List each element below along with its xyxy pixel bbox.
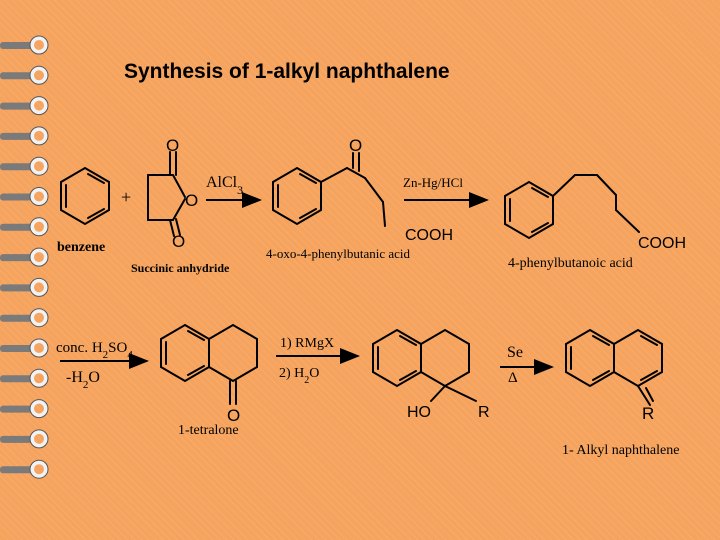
binder-ring-outline — [29, 459, 49, 479]
binder-ring-bar — [0, 314, 34, 322]
binder-ring-outline — [29, 308, 49, 328]
tetralone-structure — [160, 323, 258, 405]
anhydride-ring-o: O — [185, 191, 198, 210]
binder-ring-bar — [0, 163, 34, 171]
binder-ring-bar — [0, 254, 34, 262]
binder-ring-bar — [0, 72, 34, 80]
grignard-reagent: 1) RMgX — [280, 336, 334, 351]
binder-ring-bar — [0, 375, 34, 383]
binder-ring-outline — [29, 247, 49, 267]
binder-ring-outline — [29, 368, 49, 388]
anhydride-carbonyl-o-top: O — [166, 136, 179, 155]
plus-sign: + — [121, 187, 131, 207]
binder-ring-outline — [29, 35, 49, 55]
binder-ring-hole — [30, 187, 48, 206]
binder-ring-outline — [29, 338, 49, 358]
heat-symbol: Δ — [508, 370, 518, 386]
binder-ring-bar — [0, 223, 34, 231]
binder-ring-hole — [30, 248, 48, 267]
binder-ring-hole — [30, 66, 48, 85]
binder-ring-hole — [30, 399, 48, 418]
phenylbutanoic-acid-label: 4-phenylbutanoic acid — [508, 256, 633, 271]
slide-title: Synthesis of 1-alkyl naphthalene — [124, 60, 450, 83]
binder-ring-hole — [30, 157, 48, 176]
binder-ring-outline — [29, 65, 49, 85]
binder-ring-outline — [29, 96, 49, 116]
binder-ring-outline — [29, 126, 49, 146]
binder-ring-outline — [29, 399, 49, 419]
zn-hg-hcl-reagent: Zn-Hg/HCl — [403, 175, 463, 190]
selenium-reagent: Se — [507, 344, 523, 361]
binder-ring-outline — [29, 156, 49, 176]
benzene-label: benzene — [57, 240, 105, 255]
tetralone-label: 1-tetralone — [178, 423, 239, 438]
h2so4-reagent: conc. H2SO4 — [56, 340, 133, 361]
binder-ring-bar — [0, 193, 34, 201]
succinic-anhydride-label: Succinic anhydride — [131, 261, 230, 275]
binder-ring-bar — [0, 42, 34, 49]
binder-ring-bar — [0, 284, 34, 292]
benzene-structure — [60, 166, 110, 226]
phenylbutanoic-acid-cooh: COOH — [638, 235, 686, 252]
alkyl-naphthalene-label: 1- Alkyl naphthalene — [562, 443, 679, 458]
binder-ring-hole — [30, 429, 48, 448]
minus-water-label: -H2O — [66, 369, 100, 391]
phenylbutanoic-acid-structure — [504, 174, 640, 240]
hydrolysis-reagent: 2) H2O — [279, 366, 319, 386]
succinic-anhydride-structure — [147, 151, 186, 237]
tetralol-r: R — [478, 404, 490, 421]
binder-ring-bar — [0, 132, 34, 140]
binder-ring-outline — [29, 277, 49, 297]
binder-ring-hole — [30, 278, 48, 297]
binder-ring-outline — [29, 187, 49, 206]
binder-ring-hole — [30, 308, 48, 327]
binder-ring-bar — [0, 435, 34, 443]
alkyl-naphthalene-structure — [565, 328, 663, 406]
binder-ring-bar — [0, 102, 34, 110]
binder-ring-hole — [30, 36, 48, 54]
naphthalene-r: R — [642, 404, 654, 423]
anhydride-carbonyl-o-bottom: O — [172, 232, 185, 251]
binder-ring-bar — [0, 405, 34, 413]
keto-acid-cooh: COOH — [405, 227, 453, 244]
binder-ring-hole — [30, 339, 48, 357]
keto-acid-carbonyl-o: O — [349, 136, 362, 155]
binder-ring-outline — [29, 217, 49, 237]
binder-ring-hole — [30, 126, 48, 145]
binder-ring-outline — [29, 429, 49, 449]
keto-acid-label: 4-oxo-4-phenylbutanic acid — [266, 246, 411, 261]
tetralol-ho: HO — [407, 404, 431, 421]
tetralone-carbonyl-o: O — [227, 406, 240, 425]
alcl3-reagent: AlCl3 — [206, 174, 243, 197]
binder-ring-bar — [0, 466, 34, 474]
binder-ring-hole — [30, 369, 48, 388]
tetralol-structure — [372, 328, 477, 402]
binder-ring-bar — [0, 345, 34, 352]
binder-ring-hole — [30, 96, 48, 115]
keto-acid-structure — [272, 152, 386, 227]
binder-ring-hole — [30, 460, 48, 479]
binder-ring-hole — [30, 217, 48, 236]
spiral-binding — [0, 35, 49, 479]
